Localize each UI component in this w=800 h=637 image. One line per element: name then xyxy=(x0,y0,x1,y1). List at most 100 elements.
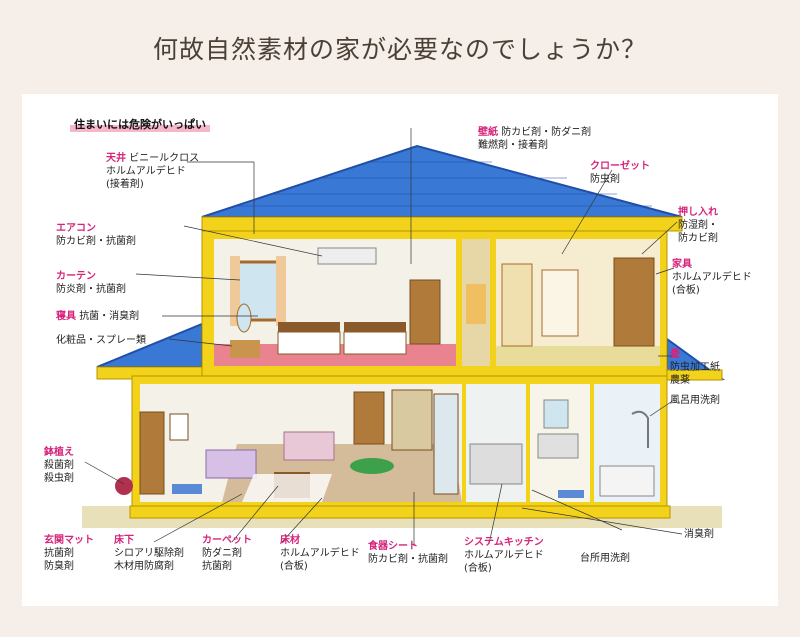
label-entrance: 玄関マット抗菌剤防臭剤 xyxy=(44,534,94,573)
carpet xyxy=(242,474,332,502)
label-closet-name: クローゼット xyxy=(590,161,650,172)
roof-shingle-lines xyxy=(237,161,652,207)
bathtub xyxy=(599,465,655,497)
label-ceiling-line: ビニールクロス xyxy=(129,153,200,164)
label-underfloor-line: シロアリ駆除剤 xyxy=(114,548,184,559)
label-cosmetics: 化粧品・スプレー類 xyxy=(56,334,146,347)
label-deodorant: 消臭剤 xyxy=(684,528,714,541)
label-aircon-line: 防カビ剤・抗菌剤 xyxy=(56,236,136,247)
label-cosmetics-line: 化粧品・スプレー類 xyxy=(56,335,146,346)
label-flooring-line: ホルムアルデヒド xyxy=(280,548,360,559)
label-plant-line: 殺菌剤 xyxy=(44,460,74,471)
label-tatami-line: 農薬 xyxy=(670,375,690,386)
label-wall-name: 壁紙 xyxy=(478,127,498,138)
label-underfloor: 床下シロアリ駆除剤木材用防腐剤 xyxy=(114,534,184,573)
dresser-mirror xyxy=(236,303,252,333)
wall-picture xyxy=(169,413,189,441)
label-tatami: 畳防虫加工紙農薬 xyxy=(670,348,720,387)
label-carpet-line: 防ダニ剤 xyxy=(202,548,242,559)
label-tatami-line: 防虫加工紙 xyxy=(670,362,720,373)
upper-eaves xyxy=(201,216,683,232)
label-carpet: カーペット防ダニ剤抗菌剤 xyxy=(202,534,252,573)
dining-table xyxy=(350,458,394,474)
bedroom-door xyxy=(409,279,441,345)
label-ceiling-name: 天井 xyxy=(106,153,126,164)
bed-headboard-right xyxy=(344,322,406,332)
label-dishmat-line: 防カビ剤・抗菌剤 xyxy=(368,554,448,565)
label-oshiire-name: 押し入れ xyxy=(678,207,718,218)
label-entrance-line: 抗菌剤 xyxy=(44,548,74,559)
hallway-door xyxy=(353,391,385,445)
label-flooring-line: (合板) xyxy=(280,561,308,572)
label-oshiire-line: 防カビ剤 xyxy=(678,233,718,244)
label-dishmat: 食器シート防カビ剤・抗菌剤 xyxy=(368,540,448,566)
tansu-furniture xyxy=(613,257,655,347)
label-ceiling-line: (接着剤) xyxy=(106,179,144,190)
label-kitchen-line: (合板) xyxy=(464,563,492,574)
label-entrance-name: 玄関マット xyxy=(44,535,94,546)
label-plant: 鉢植え殺菌剤殺虫剤 xyxy=(44,446,74,485)
entrance-mat xyxy=(172,484,202,494)
fusuma xyxy=(541,269,579,337)
curtain-left xyxy=(230,256,240,326)
bed-right xyxy=(343,331,407,355)
label-bedding-line: 抗菌・消臭剤 xyxy=(79,311,140,322)
oshiire-closet xyxy=(501,263,533,347)
illustration-panel: 住まいには危険がいっぱい 天井 ビニールクロスホルムアルデヒド (接着剤) エアコン… xyxy=(22,94,778,606)
label-closet: クローゼット防虫剤 xyxy=(590,160,650,186)
label-curtain-name: カーテン xyxy=(56,271,96,282)
label-carpet-name: カーペット xyxy=(202,535,252,546)
label-deodorant-line: 消臭剤 xyxy=(684,529,714,540)
washroom-mirror xyxy=(543,399,569,429)
label-furniture-name: 家具 xyxy=(672,259,692,270)
potted-plant xyxy=(115,477,133,495)
label-kitchen-line: ホルムアルデヒド xyxy=(464,550,544,561)
label-oshiire: 押し入れ防湿剤・防カビ剤 xyxy=(678,206,718,245)
label-closet-line: 防虫剤 xyxy=(590,174,620,185)
label-oshiire-line: 防湿剤・ xyxy=(678,220,718,231)
house-cutaway-illustration xyxy=(82,128,726,546)
label-furniture: 家具ホルムアルデヒド (合板) xyxy=(672,258,752,297)
bed-left xyxy=(277,331,341,355)
label-curtain: カーテン防炎剤・抗菌剤 xyxy=(56,270,126,296)
label-kitchen: システムキッチンホルムアルデヒド (合板) xyxy=(464,536,544,575)
bath-mat xyxy=(558,490,584,498)
curtain-right xyxy=(276,256,286,326)
label-bedding: 寝具 抗菌・消臭剤 xyxy=(56,310,139,323)
label-flooring-name: 床材 xyxy=(280,535,300,546)
label-kitchendet-line: 台所用洗剤 xyxy=(580,553,630,564)
entrance-door xyxy=(139,411,165,495)
label-furniture-line: (合板) xyxy=(672,285,700,296)
label-ceiling-line: ホルムアルデヒド xyxy=(106,166,186,177)
label-underfloor-line: 木材用防腐剤 xyxy=(114,561,174,572)
label-plant-name: 鉢植え xyxy=(44,447,74,458)
stairs xyxy=(433,393,459,495)
label-wall-line: 難燃剤・接着剤 xyxy=(478,140,548,151)
label-underfloor-name: 床下 xyxy=(114,535,134,546)
label-wall-line: 防カビ剤・防ダニ剤 xyxy=(501,127,592,138)
cupboard xyxy=(391,389,433,451)
label-dishmat-name: 食器シート xyxy=(368,541,418,552)
label-furniture-line: ホルムアルデヒド xyxy=(672,272,752,283)
foundation xyxy=(129,505,671,519)
label-bath: 風呂用洗剤 xyxy=(670,394,720,407)
tatami xyxy=(496,346,660,366)
leader-lines xyxy=(84,128,683,546)
sink xyxy=(537,433,579,459)
hazard-heading: 住まいには危険がいっぱい xyxy=(70,116,210,132)
label-aircon: エアコン防カビ剤・抗菌剤 xyxy=(56,222,136,248)
label-bath-line: 風呂用洗剤 xyxy=(670,395,720,406)
air-conditioner xyxy=(317,247,377,265)
sofa xyxy=(205,449,257,479)
dresser xyxy=(230,340,260,358)
label-curtain-line: 防炎剤・抗菌剤 xyxy=(56,284,126,295)
label-kitchen-name: システムキッチン xyxy=(464,537,544,548)
label-flooring: 床材ホルムアルデヒド (合板) xyxy=(280,534,360,573)
label-kitchendet: 台所用洗剤 xyxy=(580,552,630,565)
bed-headboard-left xyxy=(278,322,340,332)
shower-head xyxy=(631,410,649,448)
label-bedding-name: 寝具 xyxy=(56,311,76,322)
label-ceiling: 天井 ビニールクロスホルムアルデヒド (接着剤) xyxy=(106,152,199,191)
label-tatami-name: 畳 xyxy=(670,349,680,360)
label-aircon-name: エアコン xyxy=(56,223,96,234)
